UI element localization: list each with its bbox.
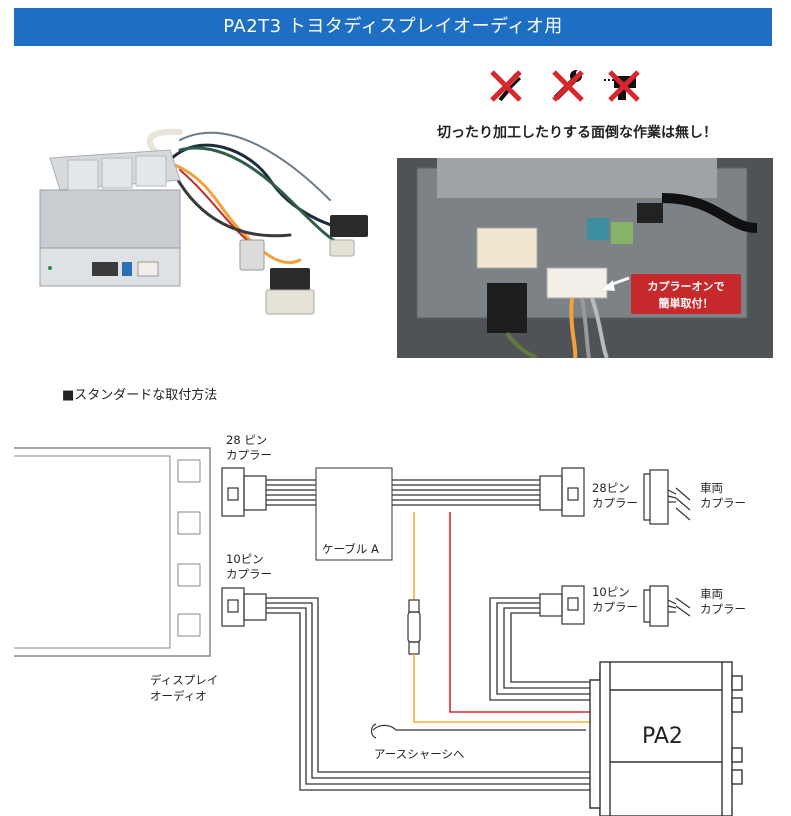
vehicle-2-label-2: カプラー: [700, 602, 746, 616]
nipper-prohibited-icon: [490, 70, 522, 102]
cable-a-left-bundle: [266, 479, 316, 506]
ground-label: アースシャーシへ: [374, 747, 465, 761]
connector-black: [487, 283, 527, 333]
c10-left-label-1: 10ピン: [226, 552, 264, 566]
wire-yellow-lower: [413, 654, 600, 723]
c10-right-label-2: カプラー: [592, 600, 638, 614]
wire-10pin-left-to-pa2: [266, 597, 600, 791]
vehicle-coupler-1: [643, 469, 691, 525]
c28-left-label-2: カプラー: [226, 448, 272, 462]
page-title: PA2T3 トヨタディスプレイオーディオ用: [223, 16, 563, 37]
connector-black-2: [270, 268, 310, 290]
callout-line-2: 簡単取付！: [659, 296, 714, 310]
cable-a-box: [315, 467, 393, 561]
connector-black-1: [330, 215, 368, 237]
coupler-10-right: [539, 585, 585, 625]
c10-right-label-1: 10ピン: [592, 585, 630, 599]
wire-red: [449, 512, 600, 713]
c28-left-label-1: 28 ピン: [226, 433, 267, 447]
wrench-prohibited-icon: [552, 70, 584, 102]
c28-right-label-2: カプラー: [592, 496, 638, 510]
no-cutting-caption: 切ったり加工したりする面倒な作業は無し！: [437, 125, 717, 141]
fuse-holder: [407, 599, 421, 655]
page-banner: PA2T3 トヨタディスプレイオーディオ用: [14, 8, 772, 46]
install-photo: カプラーオンで 簡単取付！: [397, 158, 773, 358]
callout-badge: [631, 274, 741, 314]
cable-a-label: ケーブル A: [322, 542, 379, 556]
connector-white-1: [329, 239, 355, 257]
pa2-unit: [589, 661, 743, 816]
coupler-28-right: [539, 467, 585, 517]
wiring-diagram: ディスプレイ オーディオ 28 ピン カプラー 10ピン カプラー ケーブル A…: [14, 433, 746, 816]
prohibited-tools: [490, 70, 640, 102]
display-label-1: ディスプレイ: [150, 673, 218, 687]
connector-cream: [476, 227, 538, 269]
coupler-10-left: [221, 587, 267, 627]
vehicle-1-label-2: カプラー: [700, 496, 746, 510]
display-audio-unit: [14, 447, 211, 657]
c10-left-label-2: カプラー: [226, 567, 272, 581]
ground-terminal-icon: [370, 723, 586, 739]
display-label-2: オーディオ: [150, 689, 207, 703]
product-photo: [39, 128, 368, 315]
vehicle-1-label-1: 車両: [700, 481, 723, 495]
vehicle-2-label-1: 車両: [700, 587, 723, 601]
connector-white-2: [265, 289, 315, 315]
c28-right-label-1: 28ピン: [592, 481, 630, 495]
cable-a-right-bundle: [392, 479, 540, 506]
pa2-label: PA2: [642, 724, 683, 749]
connector-green: [611, 222, 633, 244]
connector-teal: [587, 218, 609, 240]
vehicle-coupler-2: [643, 585, 691, 627]
wire-10pin-right-to-pa2: [489, 597, 600, 701]
coupler-28-left: [221, 467, 267, 517]
pa2-unit-photo: [39, 149, 181, 287]
soldering-prohibited-icon: [604, 70, 640, 102]
install-photo-art: カプラーオンで 簡単取付！: [397, 158, 773, 358]
coupler-on: [546, 267, 608, 299]
callout-line-1: カプラーオンで: [648, 279, 725, 293]
connector-grey: [239, 239, 265, 271]
section-title: ■スタンダードな取付方法: [62, 388, 218, 403]
